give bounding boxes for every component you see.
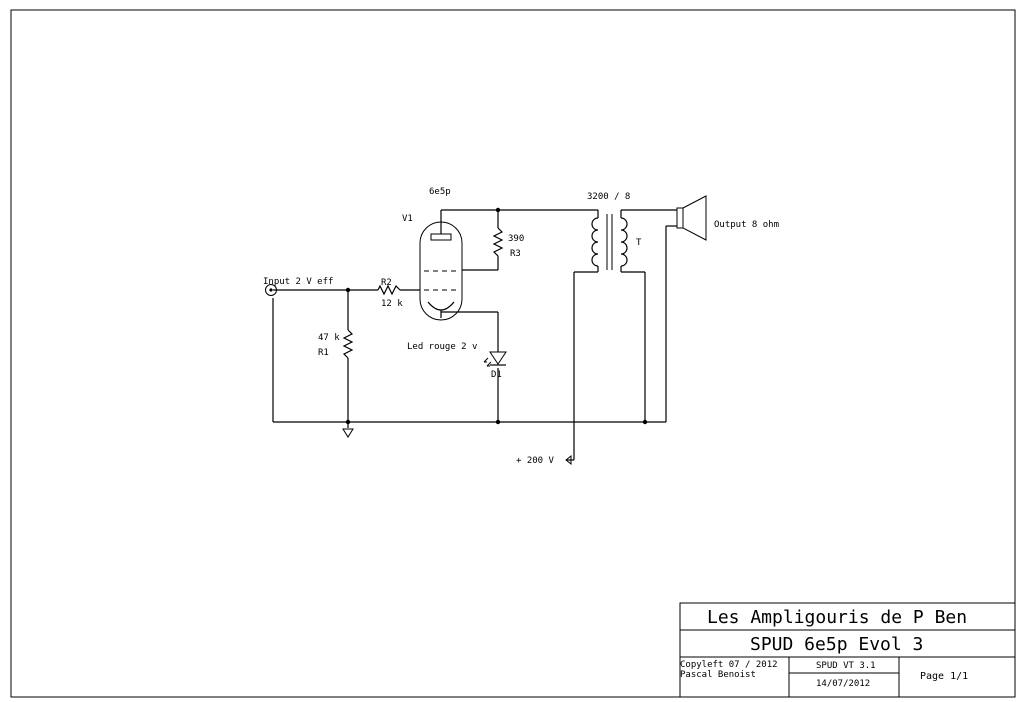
resistor-r2-icon (377, 284, 401, 296)
tube-ref-label: V1 (402, 214, 413, 224)
drawing-frame (10, 9, 1016, 698)
speaker-icon (676, 195, 707, 241)
version-text: SPUD VT 3.1 (816, 661, 876, 671)
page-number: Page 1/1 (920, 671, 968, 682)
transformer-ratio-label: 3200 / 8 (587, 192, 630, 202)
title-block (679, 602, 1016, 698)
led-ref-label: D1 (491, 370, 502, 380)
transformer-icon (591, 214, 628, 270)
copyleft-text: Copyleft 07 / 2012 (680, 660, 778, 670)
date-text: 14/07/2012 (816, 679, 870, 689)
r2-ref-label: R2 (381, 278, 392, 288)
supply-label: + 200 V (516, 456, 555, 466)
project-title: SPUD 6e5p Evol 3 (750, 634, 923, 655)
input-label: Input 2 V eff (263, 277, 333, 287)
led-label: Led rouge 2 v (407, 342, 477, 352)
company-name: Les Ampligouris de P Ben (707, 607, 967, 628)
supply-arrow-icon (565, 454, 572, 466)
r1-value-label: 47 k (318, 333, 340, 343)
ground-icon (342, 428, 354, 438)
author-name: Pascal Benoist (680, 670, 756, 680)
resistor-r3-icon (492, 227, 504, 257)
tube-type-label: 6e5p (429, 187, 451, 197)
resistor-r1-icon (342, 329, 354, 359)
wires (272, 209, 677, 461)
r2-value-label: 12 k (381, 299, 403, 309)
r3-ref-label: R3 (510, 249, 521, 259)
vacuum-tube-icon (419, 221, 463, 321)
output-label: Output 8 ohm (714, 220, 779, 230)
input-jack-icon (265, 284, 277, 296)
r3-value-label: 390 (508, 234, 524, 244)
r1-ref-label: R1 (318, 348, 329, 358)
transformer-ref-label: T (636, 238, 642, 248)
led-d1-icon (483, 351, 507, 367)
junction-dots (345, 207, 648, 425)
